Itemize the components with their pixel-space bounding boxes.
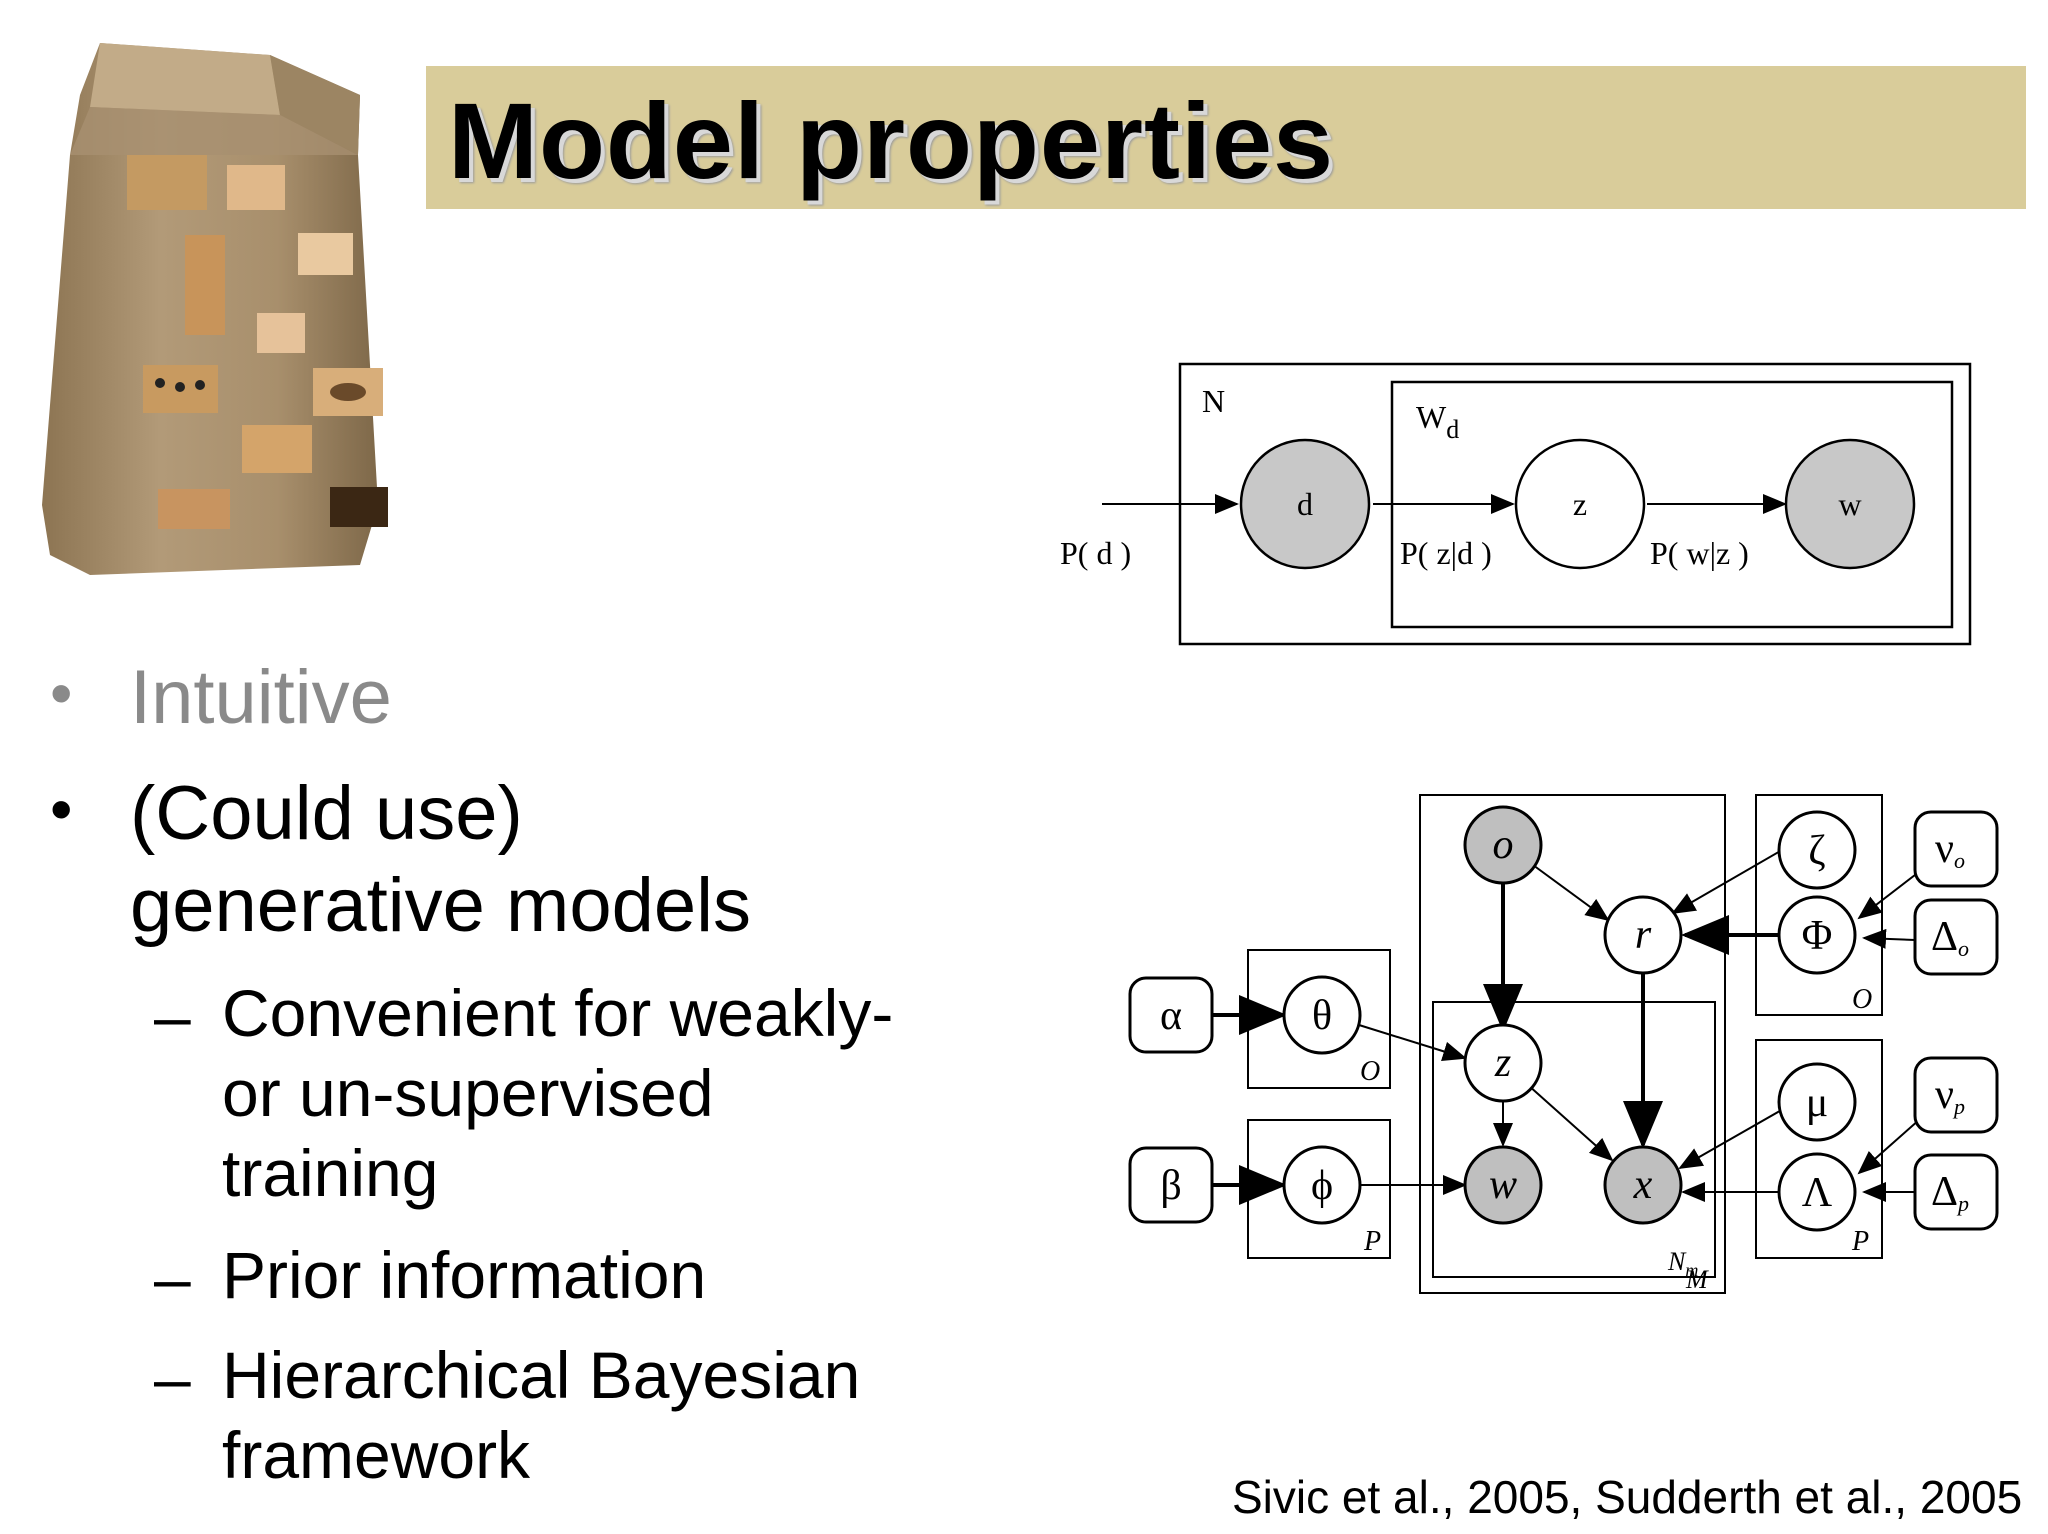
node-d (1239, 438, 1371, 570)
sub-bullet-dash-icon: – (154, 979, 191, 1053)
sub-bullet-hierarchical-line-2: framework (222, 1418, 531, 1492)
node-nu-o (1913, 810, 1999, 888)
bullet-generative-line-1: (Could use) (130, 771, 523, 856)
node-delta-o (1913, 898, 1999, 976)
edge-o-r (1532, 864, 1610, 922)
edge-mu-x (1678, 1107, 1786, 1169)
bullet-dot-icon: • (50, 773, 73, 845)
node-nu-p-label: νp (1935, 1072, 1965, 1119)
plate-label-p-phi: P (1363, 1226, 1381, 1257)
node-mu-label: μ (1806, 1080, 1829, 1126)
sub-bullet-hierarchical-line-1: Hierarchical Bayesian (222, 1338, 861, 1412)
plate-p-right (1755, 1039, 1883, 1259)
node-w (1784, 438, 1916, 570)
node-theta (1282, 975, 1362, 1055)
node-w-label: w (1838, 486, 1861, 522)
node-nu-o-label: νo (1935, 826, 1965, 873)
paper-bag-image (42, 43, 388, 575)
node-delta-p-label: Δp (1931, 1169, 1969, 1216)
node-nu-p (1913, 1056, 1999, 1134)
sub-bullet-convenient-line-3: training (222, 1136, 439, 1210)
plate-label-nm: Nm (1667, 1247, 1698, 1280)
node-phicap (1777, 895, 1857, 975)
node-alpha (1128, 976, 1214, 1054)
node-lambda-label: Λ (1802, 1170, 1833, 1216)
node-w (1463, 1145, 1543, 1225)
plate-label-p-right: P (1851, 1226, 1869, 1257)
node-lambda (1777, 1152, 1857, 1232)
node-phi-label: ϕ (1311, 1163, 1333, 1209)
edge-deltao-phicap (1862, 928, 1916, 949)
bullet-intuitive: Intuitive (130, 655, 392, 740)
node-z (1463, 1023, 1543, 1103)
plate-label-o-theta: O (1360, 1056, 1380, 1087)
edge-z-x (1527, 1084, 1614, 1162)
sub-bullet-prior: Prior information (222, 1238, 707, 1312)
node-r-label: r (1635, 912, 1652, 958)
plate-nm (1432, 1001, 1716, 1278)
edge-zeta-r (1671, 849, 1783, 915)
edge-label-pzd: P( z|d ) (1400, 535, 1492, 571)
node-o (1463, 805, 1543, 885)
edge-label-pwz: P( w|z ) (1650, 535, 1749, 571)
node-beta (1128, 1146, 1214, 1224)
plate-label-wd: Wd (1416, 399, 1459, 444)
node-z-label: z (1494, 1040, 1511, 1086)
edge-theta-z (1358, 1024, 1467, 1062)
node-zeta-label: ζ (1808, 828, 1825, 874)
node-delta-o-label: Δo (1931, 914, 1969, 961)
node-o-label: o (1493, 822, 1514, 868)
plsa-graphical-model: N Wd d z w P( d ) P( z|d ) P( w|z ) (1060, 362, 1972, 646)
slide-title: Model properties (448, 80, 1335, 201)
node-z (1514, 438, 1646, 570)
plate-label-o-right: O (1852, 984, 1872, 1015)
node-phi (1282, 1145, 1362, 1225)
sub-bullet-dash-icon: – (154, 1341, 191, 1415)
node-delta-p (1913, 1153, 1999, 1231)
node-mu (1777, 1062, 1857, 1142)
bullet-dot-icon: • (50, 657, 73, 729)
plate-m (1419, 794, 1726, 1294)
plate-label-n: N (1202, 383, 1225, 419)
node-x-label: x (1633, 1162, 1653, 1208)
node-phicap-label: Φ (1802, 913, 1833, 959)
node-theta-label: θ (1312, 993, 1332, 1039)
node-beta-label: β (1160, 1163, 1181, 1209)
node-d-label: d (1297, 486, 1313, 522)
node-r (1603, 895, 1683, 975)
sub-bullet-convenient-line-2: or un-supervised (222, 1056, 714, 1130)
edge-label-pd: P( d ) (1060, 535, 1131, 571)
sub-bullet-convenient-line-1: Convenient for weakly- (222, 976, 894, 1050)
node-alpha-label: α (1160, 993, 1182, 1039)
node-x (1603, 1145, 1683, 1225)
plate-label-m: M (1685, 1265, 1709, 1294)
node-z-label: z (1573, 486, 1587, 522)
node-w-label: w (1489, 1162, 1517, 1208)
node-zeta (1777, 810, 1857, 890)
hierarchical-graphical-model: O P Nm M O P o r z w x θ ϕ ζ Φ μ Λ α β ν… (1128, 794, 1999, 1294)
sub-bullet-dash-icon: – (154, 1241, 191, 1315)
citation-text: Sivic et al., 2005, Sudderth et al., 200… (1232, 1471, 2023, 1523)
bullet-generative-line-2: generative models (130, 863, 752, 948)
title-band (426, 66, 2026, 209)
